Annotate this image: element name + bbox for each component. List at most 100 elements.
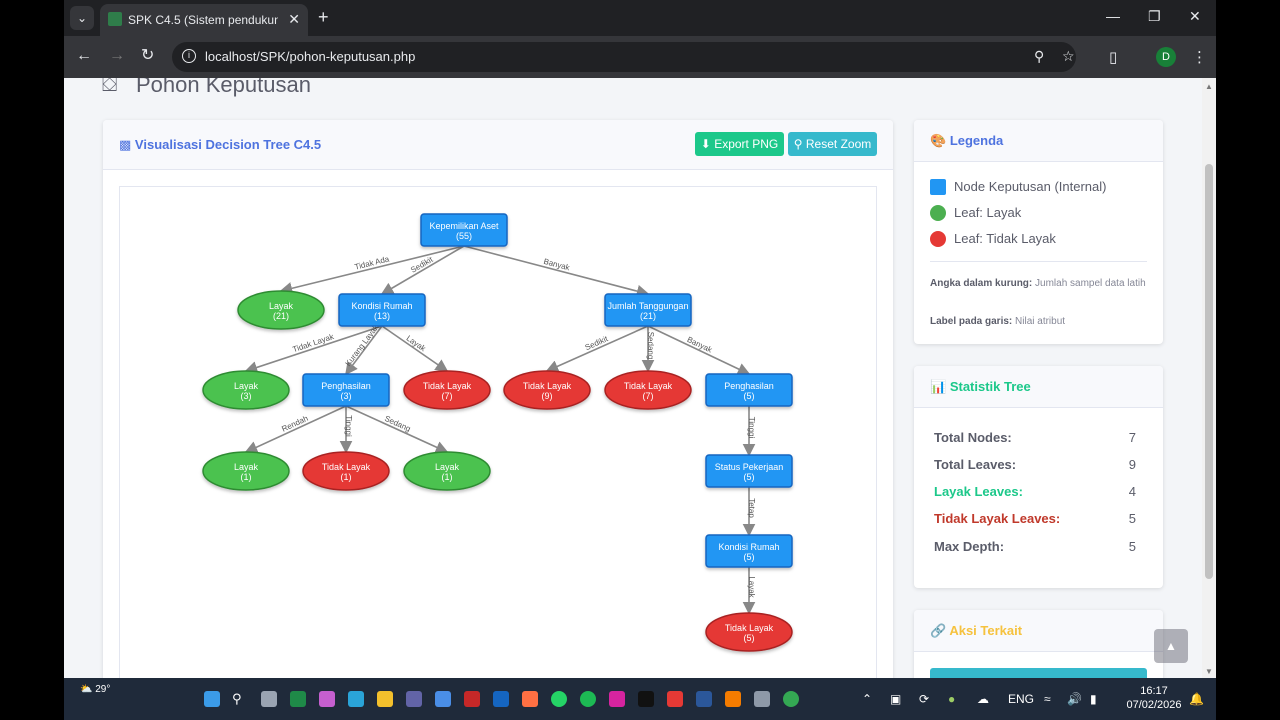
copilot-icon[interactable] <box>319 691 335 707</box>
export-png-button[interactable]: ⬇ Export PNG <box>695 132 784 156</box>
url-text[interactable]: localhost/SPK/pohon-keputusan.php <box>205 49 416 64</box>
stats-card: 📊 Statistik Tree Total Nodes: 7 Total Le… <box>914 366 1163 588</box>
node-shape[interactable] <box>202 451 290 491</box>
edge-icon[interactable] <box>348 691 364 707</box>
word-icon[interactable] <box>696 691 712 707</box>
battery-icon[interactable]: ▮ <box>1090 692 1097 706</box>
tree-card-title-text: Visualisasi Decision Tree C4.5 <box>134 137 322 152</box>
file-explorer-icon[interactable] <box>377 691 393 707</box>
related-action-button[interactable] <box>930 668 1147 678</box>
node-shape[interactable] <box>705 373 793 407</box>
new-tab-button[interactable]: + <box>318 7 329 27</box>
firefox-icon[interactable] <box>522 691 538 707</box>
node-shape[interactable] <box>403 451 491 491</box>
node-shape[interactable] <box>604 370 692 410</box>
back-to-top-button[interactable]: ▲ <box>1154 629 1188 663</box>
node-shape[interactable] <box>604 293 692 327</box>
tree-node-leaf[interactable]: Layak(1) <box>403 451 491 491</box>
close-window-button[interactable]: ✕ <box>1189 8 1201 24</box>
node-shape[interactable] <box>705 612 793 652</box>
tray-green-icon[interactable]: ● <box>948 692 956 706</box>
node-shape[interactable] <box>705 534 793 568</box>
node-label: Tidak Layak <box>523 381 572 391</box>
search-icon[interactable]: ⚲ <box>232 691 242 706</box>
excel-icon[interactable] <box>290 691 306 707</box>
volume-icon[interactable]: 🔊 <box>1067 692 1082 706</box>
reset-zoom-button[interactable]: ⚲ Reset Zoom <box>788 132 877 156</box>
scroll-thumb[interactable] <box>1205 164 1213 579</box>
tray-cloud-icon[interactable]: ☁ <box>977 692 989 706</box>
mcafee-icon[interactable] <box>464 691 480 707</box>
instagram-icon[interactable] <box>609 691 625 707</box>
page-scrollbar[interactable]: ▲ ▼ <box>1202 78 1216 678</box>
tree-node-internal[interactable]: Jumlah Tanggungan(21) <box>604 293 692 327</box>
whatsapp-icon[interactable] <box>551 691 567 707</box>
system-clock[interactable]: 16:17 07/02/2026 <box>1124 684 1184 712</box>
menu-icon[interactable]: ⋮ <box>1192 49 1207 66</box>
dropbox-icon[interactable] <box>493 691 509 707</box>
temperature: 29° <box>95 684 111 695</box>
tray-app-icon[interactable]: ▣ <box>890 692 902 706</box>
tree-node-leaf[interactable]: Tidak Layak(1) <box>302 451 390 491</box>
reset-zoom-label: Reset Zoom <box>805 137 872 151</box>
node-shape[interactable] <box>503 370 591 410</box>
tree-node-internal[interactable]: Penghasilan(3) <box>302 373 390 407</box>
browser-tab[interactable]: SPK C4.5 (Sistem pendukung keputusan) ✕ <box>100 4 308 36</box>
wps-icon[interactable] <box>667 691 683 707</box>
tree-node-leaf[interactable]: Tidak Layak(5) <box>705 612 793 652</box>
maximize-button[interactable]: ❐ <box>1148 8 1161 24</box>
close-tab-icon[interactable]: ✕ <box>288 11 300 27</box>
spotify-icon[interactable] <box>580 691 596 707</box>
tiktok-icon[interactable] <box>638 691 654 707</box>
zoom-icon[interactable]: ⚲ <box>1034 48 1045 64</box>
tray-sync-icon[interactable]: ⟳ <box>919 692 930 706</box>
node-shape[interactable] <box>302 451 390 491</box>
tray-overflow-icon[interactable]: ⌃ <box>862 692 873 706</box>
wifi-icon[interactable]: ≈ <box>1044 692 1051 706</box>
notifications-icon[interactable]: 🔔 <box>1189 692 1204 706</box>
store-icon[interactable] <box>435 691 451 707</box>
tree-node-internal[interactable]: Kepemilikan Aset(55) <box>420 213 508 247</box>
xampp-icon[interactable] <box>725 691 741 707</box>
tree-node-internal[interactable]: Kondisi Rumah(5) <box>705 534 793 568</box>
start-icon[interactable] <box>204 691 220 707</box>
tree-node-internal[interactable]: Penghasilan(5) <box>705 373 793 407</box>
chrome-icon[interactable] <box>783 691 799 707</box>
tree-node-leaf[interactable]: Tidak Layak(7) <box>604 370 692 410</box>
tree-node-leaf[interactable]: Layak(3) <box>202 370 290 410</box>
tab-search-button[interactable]: ⌄ <box>70 6 94 30</box>
tree-node-internal[interactable]: Kondisi Rumah(13) <box>338 293 426 327</box>
weather-widget[interactable]: ⛅ 29° <box>80 684 110 695</box>
forward-icon[interactable]: → <box>109 47 125 64</box>
reload-icon[interactable]: ↻ <box>141 47 155 64</box>
back-icon[interactable]: ← <box>76 47 92 64</box>
node-label: Tidak Layak <box>423 381 472 391</box>
tree-node-internal[interactable]: Status Pekerjaan(5) <box>705 454 793 488</box>
tree-node-leaf[interactable]: Tidak Layak(9) <box>503 370 591 410</box>
node-shape[interactable] <box>237 290 325 330</box>
node-shape[interactable] <box>302 373 390 407</box>
snipping-tool-icon[interactable] <box>754 691 770 707</box>
site-info-icon[interactable]: i <box>182 49 196 63</box>
minimize-button[interactable]: — <box>1106 8 1120 24</box>
extensions-icon[interactable]: ▯ <box>1109 49 1118 66</box>
node-shape[interactable] <box>420 213 508 247</box>
bookmark-star-icon[interactable]: ☆ <box>1062 48 1075 64</box>
tree-node-leaf[interactable]: Layak(1) <box>202 451 290 491</box>
teams-icon[interactable] <box>406 691 422 707</box>
task-view-icon[interactable] <box>261 691 277 707</box>
node-shape[interactable] <box>338 293 426 327</box>
tree-node-leaf[interactable]: Tidak Layak(7) <box>403 370 491 410</box>
node-shape[interactable] <box>202 370 290 410</box>
scroll-down-icon[interactable]: ▼ <box>1205 667 1213 676</box>
node-shape[interactable] <box>403 370 491 410</box>
profile-avatar[interactable]: D <box>1156 47 1176 67</box>
tree-node-leaf[interactable]: Layak(21) <box>237 290 325 330</box>
node-shape[interactable] <box>705 454 793 488</box>
address-bar[interactable]: i localhost/SPK/pohon-keputusan.php ⚲ ☆ <box>172 42 1076 72</box>
clock-date: 07/02/2026 <box>1126 699 1182 711</box>
scroll-up-icon[interactable]: ▲ <box>1205 82 1213 91</box>
language-indicator[interactable]: ENG <box>1008 692 1035 706</box>
